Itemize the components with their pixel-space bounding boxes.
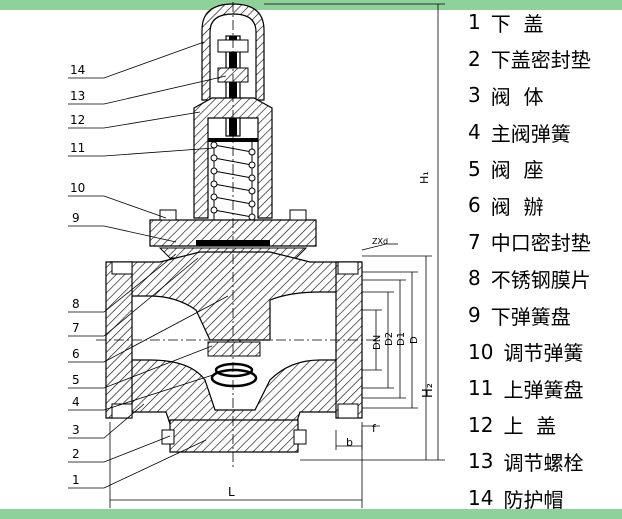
legend-number: 7: [468, 229, 481, 254]
callout-5: 5: [72, 373, 80, 387]
legend-text: 调节弹簧: [503, 341, 584, 366]
legend-text: 阀 座: [490, 158, 544, 183]
legend-number: 3: [468, 83, 481, 108]
callout-9: 9: [72, 211, 80, 225]
legend-item: 6 阀 辦: [468, 187, 620, 224]
legend-item: 8 不锈钢膜片: [468, 260, 620, 297]
callout-11: 11: [70, 141, 85, 155]
callout-3: 3: [72, 423, 80, 437]
dim-h2: H₂: [421, 383, 436, 398]
valve-body: [109, 251, 361, 341]
callout-4: 4: [72, 395, 80, 409]
legend-text: 下盖密封垫: [490, 48, 591, 73]
dim-dn: DN: [372, 335, 383, 350]
legend-number: 13: [468, 449, 494, 474]
legend-item: 2 下盖密封垫: [468, 41, 620, 78]
callout-6: 6: [72, 347, 80, 361]
legend-item: 7 中口密封垫: [468, 224, 620, 261]
legend-text: 不锈钢膜片: [490, 267, 591, 292]
callout-2: 2: [72, 447, 80, 461]
legend-text: 阀 体: [490, 84, 544, 109]
legend-item: 3 阀 体: [468, 77, 620, 114]
legend-number: 2: [468, 46, 481, 71]
legend-number: 8: [468, 266, 481, 291]
legend-item: 14 防护帽: [468, 480, 620, 517]
legend-number: 10: [468, 339, 494, 364]
callout-12: 12: [70, 113, 85, 127]
legend-number: 11: [468, 376, 494, 401]
dim-h1: H₁: [418, 171, 431, 184]
legend-item: 5 阀 座: [468, 150, 620, 187]
legend-item: 9 下弹簧盘: [468, 297, 620, 334]
legend-text: 下 盖: [490, 11, 544, 36]
dim-l: L: [228, 485, 235, 499]
callout-8: 8: [72, 297, 80, 311]
lower-cover: [169, 419, 299, 453]
legend-number: 5: [468, 156, 481, 181]
legend-item: 10 调节弹簧: [468, 333, 620, 370]
upper-cover: [193, 97, 273, 219]
legend-item: 1 下 盖: [468, 4, 620, 41]
legend-text: 主阀弹簧: [490, 121, 571, 146]
legend-item: 13 调节螺栓: [468, 443, 620, 480]
legend-text: 阀 辦: [490, 194, 544, 219]
dim-d1: D1: [396, 332, 407, 346]
dim-d: D: [409, 336, 420, 344]
callout-14: 14: [70, 63, 85, 77]
legend-number: 12: [468, 412, 494, 437]
dim-b: b: [346, 436, 353, 449]
dim-d2: D2: [384, 332, 395, 346]
callout-13: 13: [70, 89, 85, 103]
legend-number: 14: [468, 486, 494, 511]
top-green-band: [0, 0, 622, 10]
legend-item: 11 上弹簧盘: [468, 370, 620, 407]
legend-text: 上弹簧盘: [503, 377, 584, 402]
callout-1: 1: [72, 473, 80, 487]
legend-number: 6: [468, 193, 481, 218]
dim-f: f: [372, 422, 377, 435]
legend-text: 上 盖: [503, 414, 557, 439]
dim-zxd: ZXd: [372, 237, 388, 246]
legend-number: 1: [468, 10, 481, 35]
callout-7: 7: [72, 321, 80, 335]
legend-text: 下弹簧盘: [490, 304, 571, 329]
legend-number: 9: [468, 303, 481, 328]
legend-text: 调节螺栓: [503, 450, 584, 475]
bottom-green-band: [0, 509, 622, 519]
legend-number: 4: [468, 120, 481, 145]
callout-10: 10: [70, 181, 85, 195]
legend-text: 中口密封垫: [490, 231, 591, 256]
legend-item: 12 上 盖: [468, 407, 620, 444]
legend-text: 防护帽: [503, 487, 564, 512]
legend-item: 4 主阀弹簧: [468, 114, 620, 151]
